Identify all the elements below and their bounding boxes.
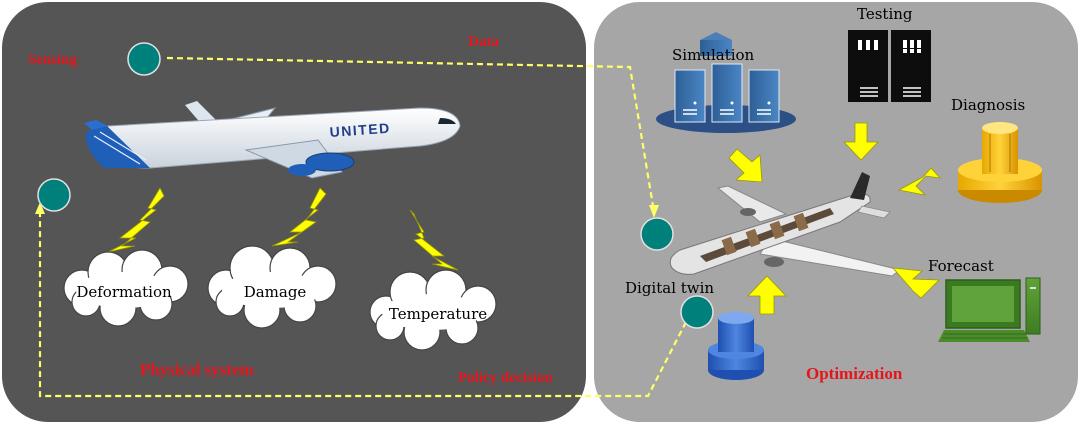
lightning-bolt-damage: [271, 187, 327, 247]
policy-input-node: [37, 178, 71, 212]
diagnosis-tower-icon: [958, 122, 1042, 203]
optimization-title: Optimization: [806, 364, 903, 383]
digital-twin-cylinder-icon: [708, 312, 764, 380]
cloud-deformation: [63, 249, 189, 327]
arrow-diagnosis-to-twin: [897, 167, 942, 196]
sensing-node: [127, 42, 161, 76]
temperature-label: Temperature: [389, 305, 487, 323]
lightning-bolt-deformation: [107, 187, 165, 253]
testing-label: Testing: [857, 5, 913, 23]
digital-twin-airplane-image: [669, 172, 902, 277]
arrow-testing-to-twin: [843, 122, 879, 161]
arrow-forecast-to-twin: [892, 267, 940, 299]
arrow-cylinder-to-twin: [747, 275, 787, 315]
sensing-label: Sensing: [28, 52, 78, 68]
digital-twin-output-node: [680, 295, 714, 329]
physical-airplane-image: UNITED: [84, 101, 461, 179]
cloud-damage: [207, 245, 337, 329]
lightning-bolt-temperature: [409, 209, 459, 271]
deformation-label: Deformation: [76, 283, 172, 301]
cloud-temperature: [369, 269, 497, 351]
policy-decision-label: Policy decision: [458, 370, 553, 386]
physical-system-title: Physical system: [140, 360, 254, 379]
data-arrowhead: [649, 205, 659, 218]
forecast-computer-icon: [938, 277, 1041, 342]
simulation-server-icon: [656, 32, 796, 133]
airline-logo-text: UNITED: [329, 120, 391, 140]
testing-rack-icon: [848, 30, 931, 102]
diagnosis-label: Diagnosis: [951, 96, 1025, 114]
arrow-simulation-to-twin: [728, 148, 763, 183]
policy-arrowhead: [35, 202, 45, 214]
forecast-label: Forecast: [928, 257, 994, 275]
policy-feedback-path: [38, 208, 687, 398]
digital-twin-label: Digital twin: [625, 279, 714, 297]
data-flow-path: [166, 56, 656, 213]
simulation-label: Simulation: [672, 46, 755, 64]
data-label: Data: [468, 34, 499, 50]
digital-twin-input-node: [640, 217, 674, 251]
damage-label: Damage: [244, 283, 307, 301]
